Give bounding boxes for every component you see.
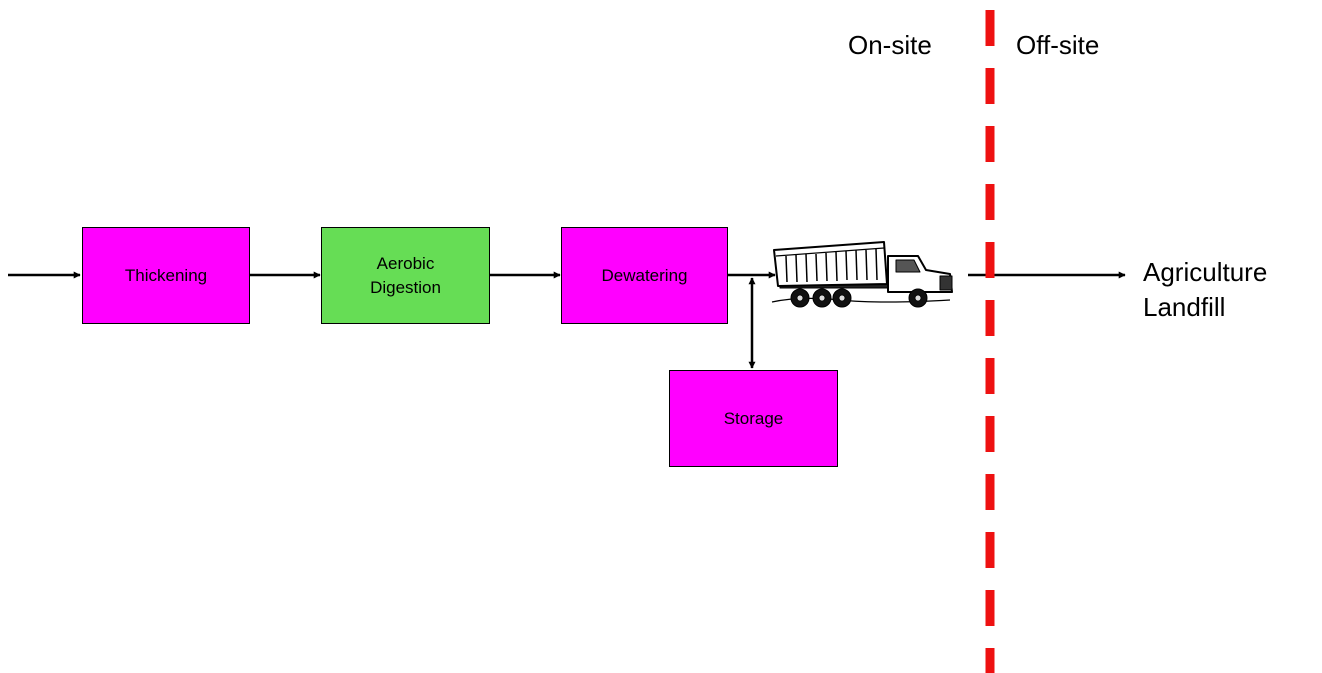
agriculture-label: Agriculture (1143, 257, 1268, 287)
offsite-label: Off-site (1016, 30, 1100, 60)
thickening-box: Thickening (82, 227, 250, 324)
landfill-label: Landfill (1143, 292, 1226, 322)
dewatering-box: Dewatering (561, 227, 728, 324)
aerobic-digestion-box: Aerobic Digestion (321, 227, 490, 324)
dump-truck-icon (771, 241, 953, 308)
onsite-label: On-site (848, 30, 932, 60)
storage-box: Storage (669, 370, 838, 467)
